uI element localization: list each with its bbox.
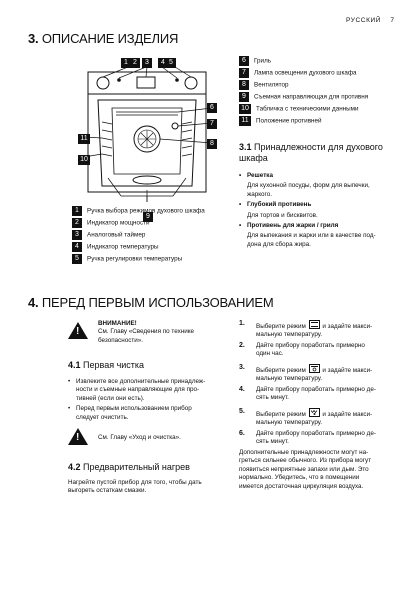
callout-5: 5 — [166, 58, 176, 68]
preheat-steps: 1. Выберите режим и задайте макси-мальну… — [239, 320, 404, 445]
fan-heat-icon — [308, 364, 320, 373]
accessory-desc: Для выпекания и жарки или в качестве под… — [247, 232, 376, 248]
accessory-head: Глубокий противень — [239, 201, 404, 210]
subsection-4-1-title: 4.1 Первая чистка — [68, 360, 145, 370]
callout-8: 8 — [207, 139, 217, 149]
callout-1: 1 — [121, 58, 131, 68]
warning-icon — [68, 322, 88, 339]
preheat-text: Нагрейте пустой прибор для того, чтобы д… — [68, 479, 202, 495]
callout-3: 3 — [142, 58, 152, 68]
cleaning-bullet: Перед первым использованием прибор следу… — [68, 405, 230, 422]
grill-icon — [308, 408, 320, 417]
accessories-list: Решетка Для кухонной посуды, форм для вы… — [239, 172, 404, 249]
section4-title-text: ПЕРЕД ПЕРВЫМ ИСПОЛЬЗОВАНИЕМ — [41, 295, 274, 310]
step-item: 1. Выберите режим и задайте макси-мальну… — [239, 320, 373, 339]
accessory-desc: Для тортов и бисквитов. — [247, 211, 318, 219]
subsection-4-2-title: 4.2 Предварительный нагрев — [68, 462, 190, 472]
after-preheat-text: Дополнительные принадлежности могут на- … — [239, 449, 372, 490]
callout-2: 2 — [130, 58, 140, 68]
header-language: РУССКИЙ — [345, 17, 381, 24]
callout-7: 7 — [207, 119, 217, 129]
accessory-desc: Для кухонной посуды, форм для выпечки,жа… — [247, 182, 370, 198]
page-number: 7 — [390, 17, 394, 24]
callout-10: 10 — [78, 155, 90, 165]
section3-title: 3. ОПИСАНИЕ ИЗДЕЛИЯ — [28, 31, 178, 46]
cleaning-note: См. Главу «Уход и очистка». — [98, 434, 181, 441]
static-heat-icon — [308, 320, 320, 329]
step-item: 6. Дайте прибору поработать примерно де-… — [239, 430, 376, 446]
step-item: 4. Дайте прибору поработать примерно де-… — [239, 386, 376, 402]
warning-text: ВНИМАНИЕ! См. Главу «Сведения по технике… — [98, 320, 195, 344]
callout-4: 4 — [158, 58, 168, 68]
warning-icon — [68, 428, 88, 445]
accessory-head: Противень для жарки / гриля — [239, 222, 404, 231]
cleaning-bullet: Извлеките все дополнительные принадлеж- … — [68, 378, 230, 403]
section4-title: 4. ПЕРЕД ПЕРВЫМ ИСПОЛЬЗОВАНИЕМ — [28, 295, 274, 310]
callout-11: 11 — [78, 134, 90, 144]
step-item: 5. Выберите режим и задайте макси-мальну… — [239, 408, 373, 427]
step-item: 3. Выберите режим и задайте макси-мальну… — [239, 364, 373, 383]
mode-knob-shape — [96, 76, 110, 90]
oven-diagram — [83, 66, 213, 202]
callout-9: 9 — [143, 212, 153, 222]
accessory-head: Решетка — [239, 172, 404, 181]
section3-number: 3. — [28, 31, 39, 46]
subsection-3-1-title: 3.1 Принадлежности для духового шкафа — [239, 142, 383, 163]
section4-number: 4. — [28, 295, 39, 310]
section3-title-text: ОПИСАНИЕ ИЗДЕЛИЯ — [41, 31, 179, 46]
cleaning-list: Извлеките все дополнительные принадлеж- … — [68, 378, 230, 422]
callout-6: 6 — [207, 103, 217, 113]
